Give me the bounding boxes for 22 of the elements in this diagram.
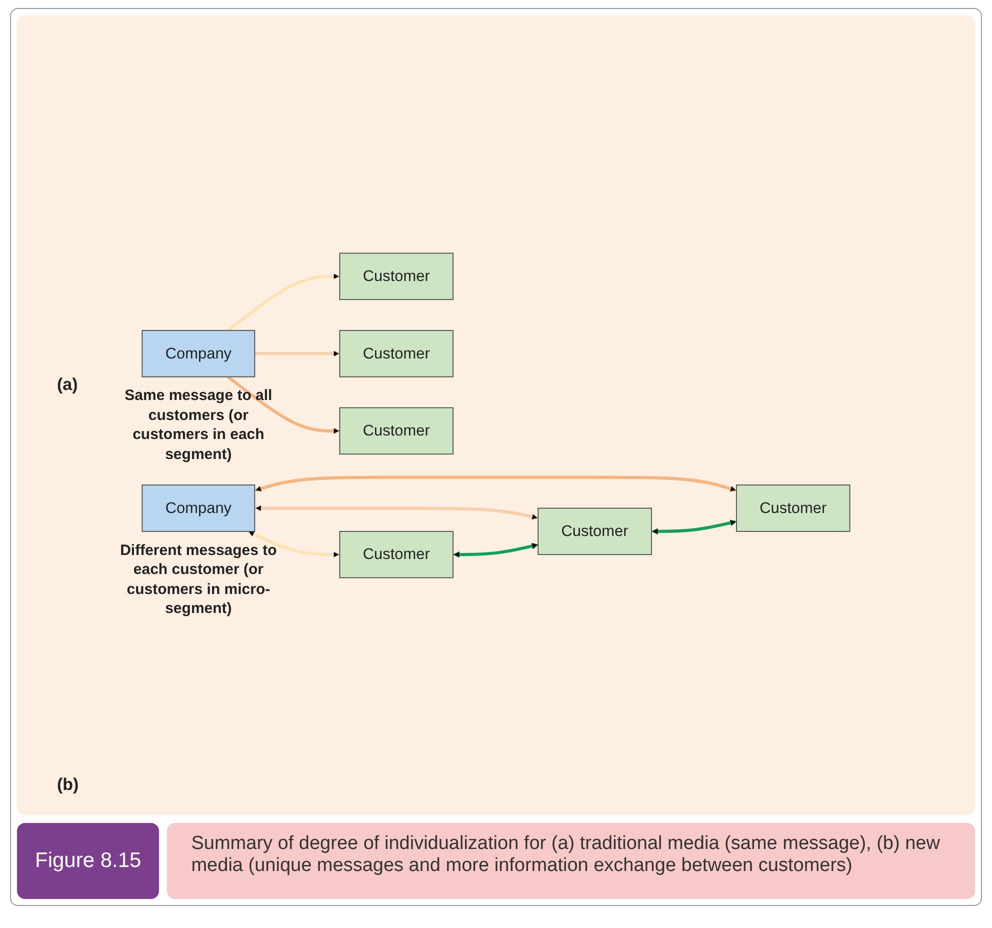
- arrow: [453, 542, 538, 558]
- arrow: [254, 475, 737, 492]
- node-box: [339, 252, 454, 300]
- panel-label: (b): [57, 775, 79, 795]
- arrow: [227, 272, 340, 332]
- arrow: [254, 350, 340, 357]
- arrow: [227, 375, 340, 434]
- figure-number-badge: Figure 8.15: [17, 823, 160, 899]
- node-box: [339, 406, 454, 454]
- node-box: [142, 484, 256, 532]
- node-box: [339, 530, 454, 578]
- node-caption: Same message to all customers (or customers in each segment): [124, 386, 274, 464]
- arrow: [651, 519, 737, 534]
- node-box: [538, 507, 652, 554]
- node-box: [142, 330, 256, 377]
- node-caption: Different messages to each customer (or customers in micro-segment): [119, 540, 278, 619]
- arrow: [248, 530, 340, 558]
- caption-panel: Summary of degree of individualization for (a) traditional media (same message), (b) new media (unique messages and more information exchange between customers): [167, 823, 975, 899]
- panel-label: (a): [57, 375, 78, 395]
- arrow: [254, 504, 538, 520]
- node-box: [736, 484, 850, 532]
- node-box: [339, 330, 454, 377]
